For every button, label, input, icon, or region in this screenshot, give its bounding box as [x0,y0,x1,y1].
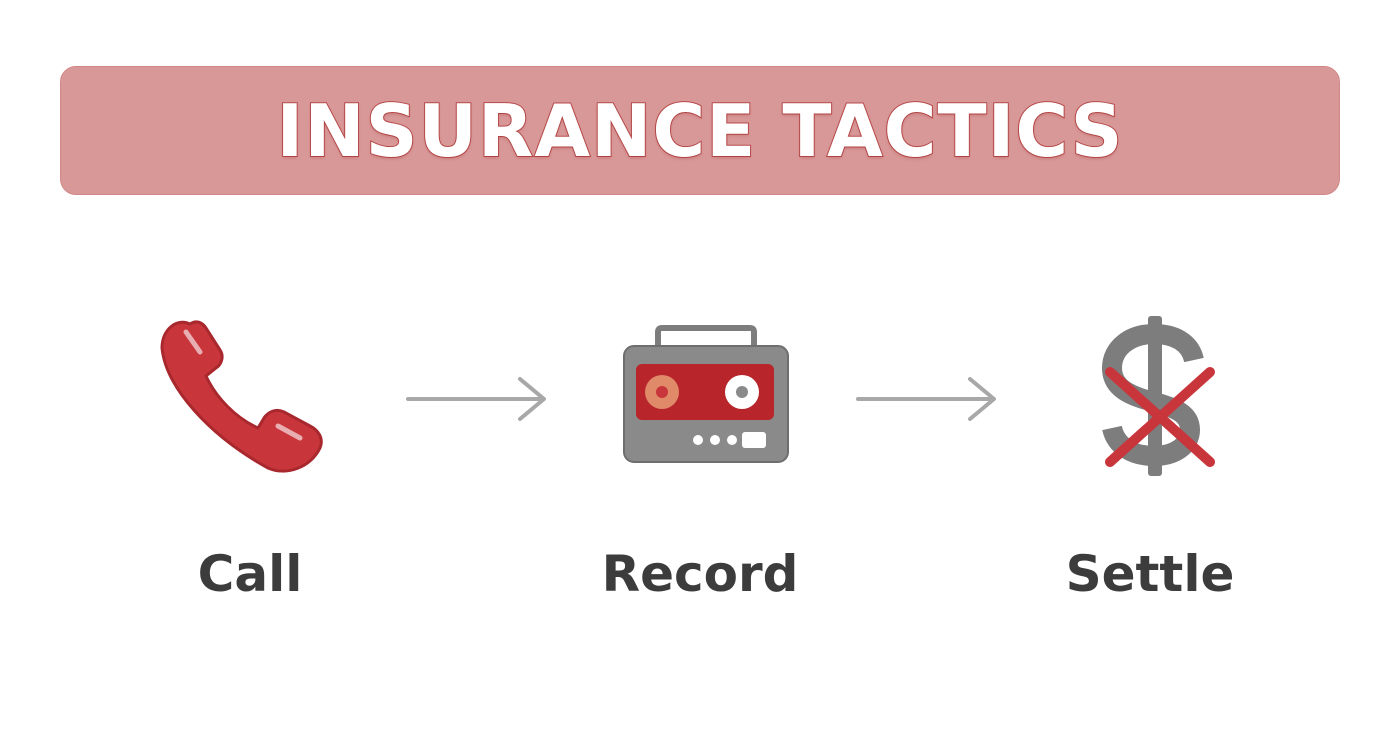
step-label-call: Call [197,545,303,603]
cassette-recorder-icon [623,325,789,463]
title-banner: INSURANCE TACTICS [60,66,1340,195]
phone-icon [160,320,323,473]
arrow-right-icon [856,377,996,421]
step-label-record: Record [601,545,799,603]
crossed-dollar-icon [1101,316,1215,476]
diagram-title: INSURANCE TACTICS [276,88,1124,173]
step-label-settle: Settle [1065,545,1235,603]
arrow-right-icon [406,377,546,421]
